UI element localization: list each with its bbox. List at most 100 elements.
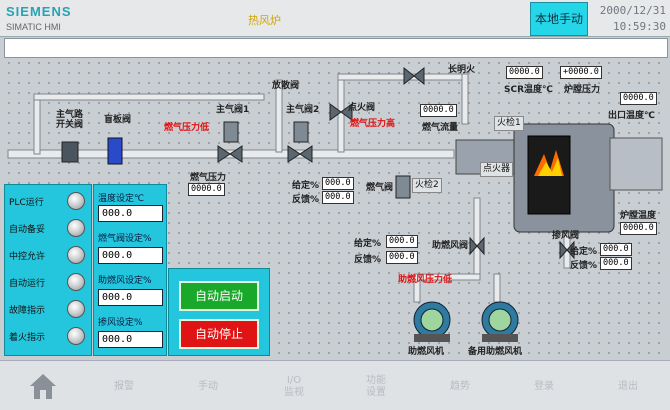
status-label: 着火指示 <box>9 333 46 343</box>
pilot-valve-icon <box>403 66 425 86</box>
gas-pressure-high-label: 燃气压力高 <box>350 119 396 129</box>
status-lamp-icon <box>67 300 85 318</box>
damper-given-readout: 000.0 <box>600 243 632 256</box>
outlet-temp-label: 出口温度℃ <box>608 111 655 121</box>
gas-valve-icon <box>395 175 411 199</box>
scr-temp-readout: 0000.0 <box>506 66 543 79</box>
fan-valve-icon <box>469 236 485 256</box>
outlet-duct <box>609 137 663 191</box>
blind-valve-label: 盲板阀 <box>104 115 132 125</box>
pilot-flame-label: 长明火 <box>448 65 476 75</box>
fan-valve-label: 助燃风阀 <box>432 241 469 251</box>
scr-temp-label: SCR温度℃ <box>504 85 553 95</box>
damper-valve-icon <box>559 240 575 260</box>
flame-core-icon <box>538 158 562 176</box>
main-valve-2-icon <box>287 121 313 163</box>
damper-given-label: 给定% <box>570 247 598 257</box>
igniter-label: 点火器 <box>480 162 514 177</box>
auto-start-button[interactable]: 自动启动 <box>179 281 259 311</box>
fan-feedback-label: 反馈% <box>354 255 382 265</box>
screen-title: 热风炉 <box>248 14 281 27</box>
main-valve-1-label: 主气阀1 <box>216 105 250 115</box>
vent-valve-label: 放散阀 <box>272 81 300 91</box>
status-fault: 故障指示 <box>7 299 89 319</box>
status-label: 中控允许 <box>9 252 46 262</box>
status-fire: 着火指示 <box>7 326 89 346</box>
fan-valve-feedback-readout: 000.0 <box>386 251 418 264</box>
status-label: 故障指示 <box>9 306 46 316</box>
nav-manual[interactable]: 手动 <box>198 381 218 392</box>
control-panel: 自动启动 自动停止 <box>168 268 270 356</box>
status-label: PLC运行 <box>9 198 44 208</box>
nav-function-settings[interactable]: 功能 设置 <box>366 375 386 398</box>
brand-logo: SIEMENS <box>6 4 72 19</box>
fan-given-label: 给定% <box>354 239 382 249</box>
status-label: 自动备妥 <box>9 225 46 235</box>
setpoint-panel: 温度设定℃ 000.0 燃气阀设定% 000.0 助燃风设定% 000.0 掺风… <box>93 184 167 356</box>
fan1-pipe <box>413 273 421 303</box>
gas-pressure-low-label: 燃气压力低 <box>164 123 210 133</box>
damper-feedback-readout: 000.0 <box>600 257 632 270</box>
nav-trend[interactable]: 趋势 <box>450 381 470 392</box>
air-setpoint-label: 助燃风设定% <box>98 276 152 286</box>
temp-setpoint-label: 温度设定℃ <box>98 194 145 204</box>
product-name: SIMATIC HMI <box>6 22 61 32</box>
damper-setpoint-label: 掺风设定% <box>98 318 143 328</box>
gas-feedback-label: 反馈% <box>292 195 320 205</box>
combustion-fan-label: 助燃风机 <box>408 347 445 357</box>
blind-valve-icon <box>107 137 123 165</box>
gas-riser-pipe <box>33 95 41 155</box>
gas-valve-feedback-readout: 000.0 <box>322 191 354 204</box>
pilot-pipe <box>337 73 467 81</box>
air-pressure-low-label: 助燃风压力低 <box>398 275 453 285</box>
gas-pressure-label: 燃气压力 <box>190 173 227 183</box>
gas-given-label: 给定% <box>292 181 320 191</box>
combustion-fan-icon <box>413 301 451 342</box>
home-icon[interactable] <box>26 369 60 403</box>
status-lamp-icon <box>67 273 85 291</box>
outlet-temp-readout: 0000.0 <box>620 92 657 105</box>
air-setpoint-input[interactable]: 000.0 <box>98 289 163 306</box>
damper-valve-label: 掺风阀 <box>552 231 580 241</box>
gas-valve-setpoint-input[interactable]: 000.0 <box>98 247 163 264</box>
status-lamp-icon <box>67 246 85 264</box>
gas-flow-readout: 0000.0 <box>420 104 457 117</box>
furnace-temp-readout: 0000.0 <box>620 222 657 235</box>
status-panel: PLC运行 自动备妥 中控允许 自动运行 故障指示 着火指示 <box>4 184 92 356</box>
furnace-pressure-label: 炉膛压力 <box>564 85 601 95</box>
nav-alarm[interactable]: 报警 <box>114 381 134 392</box>
nav-login[interactable]: 登录 <box>534 381 554 392</box>
nav-exit[interactable]: 退出 <box>618 381 638 392</box>
message-bar <box>4 38 668 58</box>
status-lamp-icon <box>67 327 85 345</box>
process-diagram: 主气路 开关阀 盲板阀 燃气压力低 放散阀 主气阀1 主气阀2 点火阀 长明火 … <box>4 58 666 358</box>
temp-setpoint-input[interactable]: 000.0 <box>98 205 163 222</box>
status-remote-allow: 中控允许 <box>7 245 89 265</box>
mode-button[interactable]: 本地手动 <box>530 2 588 36</box>
damper-setpoint-input[interactable]: 000.0 <box>98 331 163 348</box>
main-valve-1-icon <box>217 121 243 163</box>
gas-valve-label: 燃气阀 <box>366 183 394 193</box>
standby-combustion-fan-icon <box>481 301 519 342</box>
status-auto-ready: 自动备妥 <box>7 218 89 238</box>
nav-io-monitor[interactable]: I/O 监视 <box>284 375 304 398</box>
status-plc-run: PLC运行 <box>7 191 89 211</box>
main-valve-2-label: 主气阀2 <box>286 105 320 115</box>
furnace-pressure-readout: +0000.0 <box>560 66 602 79</box>
gas-pressure-readout: 0000.0 <box>188 183 225 196</box>
nav-bar: 报警 手动 I/O 监视 功能 设置 趋势 登录 退出 <box>0 360 670 410</box>
auto-stop-button[interactable]: 自动停止 <box>179 319 259 349</box>
gas-valve-setpoint-label: 燃气阀设定% <box>98 234 152 244</box>
damper-feedback-label: 反馈% <box>570 261 598 271</box>
time-readout: 10:59:30 <box>613 20 666 33</box>
fan-valve-given-readout: 000.0 <box>386 235 418 248</box>
status-auto-running: 自动运行 <box>7 272 89 292</box>
gas-valve-given-readout: 000.0 <box>322 177 354 190</box>
gas-flow-label: 燃气流量 <box>422 123 459 133</box>
fire-detector-1: 火检1 <box>494 116 524 131</box>
ignition-branch-pipe <box>337 77 345 153</box>
ignition-valve-icon <box>329 103 353 121</box>
main-gas-switch-label: 主气路 开关阀 <box>56 110 84 130</box>
furnace-temp-label: 炉膛温度 <box>620 211 657 221</box>
status-lamp-icon <box>67 219 85 237</box>
